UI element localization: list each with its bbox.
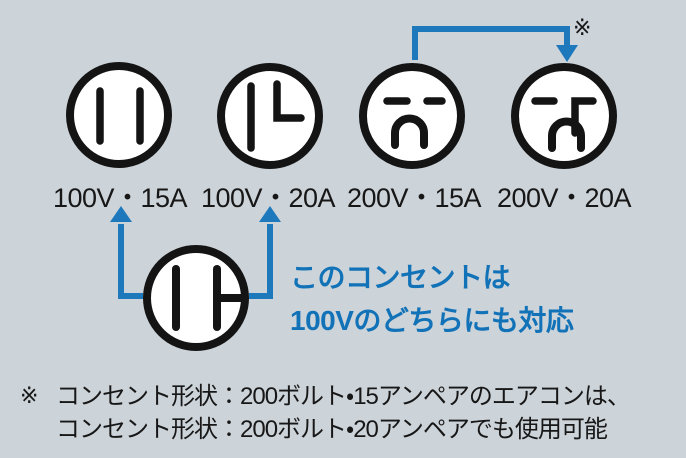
caption-line-2: 100Vのどちらにも対応: [290, 305, 574, 336]
arrow-line: [118, 224, 143, 299]
outlet-label: 200V・20A: [497, 183, 632, 213]
plug-to-100v15a-arrow: [110, 206, 143, 299]
reference-mark: ※: [573, 15, 591, 40]
outlet-vertical-and-l-slot-icon: [217, 63, 323, 169]
outlet-100v-15a: 100V・15A: [53, 62, 188, 213]
caption-line-1: このコンセントは: [290, 262, 511, 293]
plug-caption: このコンセントは 100Vのどちらにも対応: [290, 262, 574, 336]
outlet-horizontal-and-l-slot-grounded-icon: [511, 63, 617, 169]
arrow-up-icon: [110, 206, 132, 222]
outlet-ground-slot: [391, 114, 428, 149]
footnote: ※ コンセント形状：200ボルト・15アンペアのエアコンは、 コンセント形状：2…: [20, 383, 631, 443]
footnote-reference-mark: ※: [20, 383, 38, 408]
outlet-100v-20a: 100V・20A: [201, 63, 336, 213]
arrow-line: [249, 224, 273, 299]
plug-to-100v20a-arrow: [249, 206, 281, 299]
outlet-200v-15a: 200V・15A: [347, 63, 482, 213]
top-bracket-arrow: ※: [412, 15, 591, 62]
outlet-l-slot: [273, 80, 305, 122]
outlet-two-vertical-slots-icon: [66, 62, 172, 168]
arrow-line: [412, 26, 570, 60]
outlet-label: 200V・15A: [347, 183, 482, 213]
footnote-line-2: コンセント形状：200ボルト・20アンペアでも使用可能: [56, 416, 608, 443]
outlet-label: 100V・20A: [201, 183, 336, 213]
footnote-line-1: コンセント形状：200ボルト・15アンペアのエアコンは、: [56, 383, 630, 410]
arrow-down-icon: [556, 45, 578, 62]
outlet-ground-slot: [548, 117, 585, 152]
plug-circle: [143, 245, 249, 351]
outlet-200v-20a: 200V・20A: [497, 63, 632, 213]
arrow-up-icon: [259, 206, 281, 222]
